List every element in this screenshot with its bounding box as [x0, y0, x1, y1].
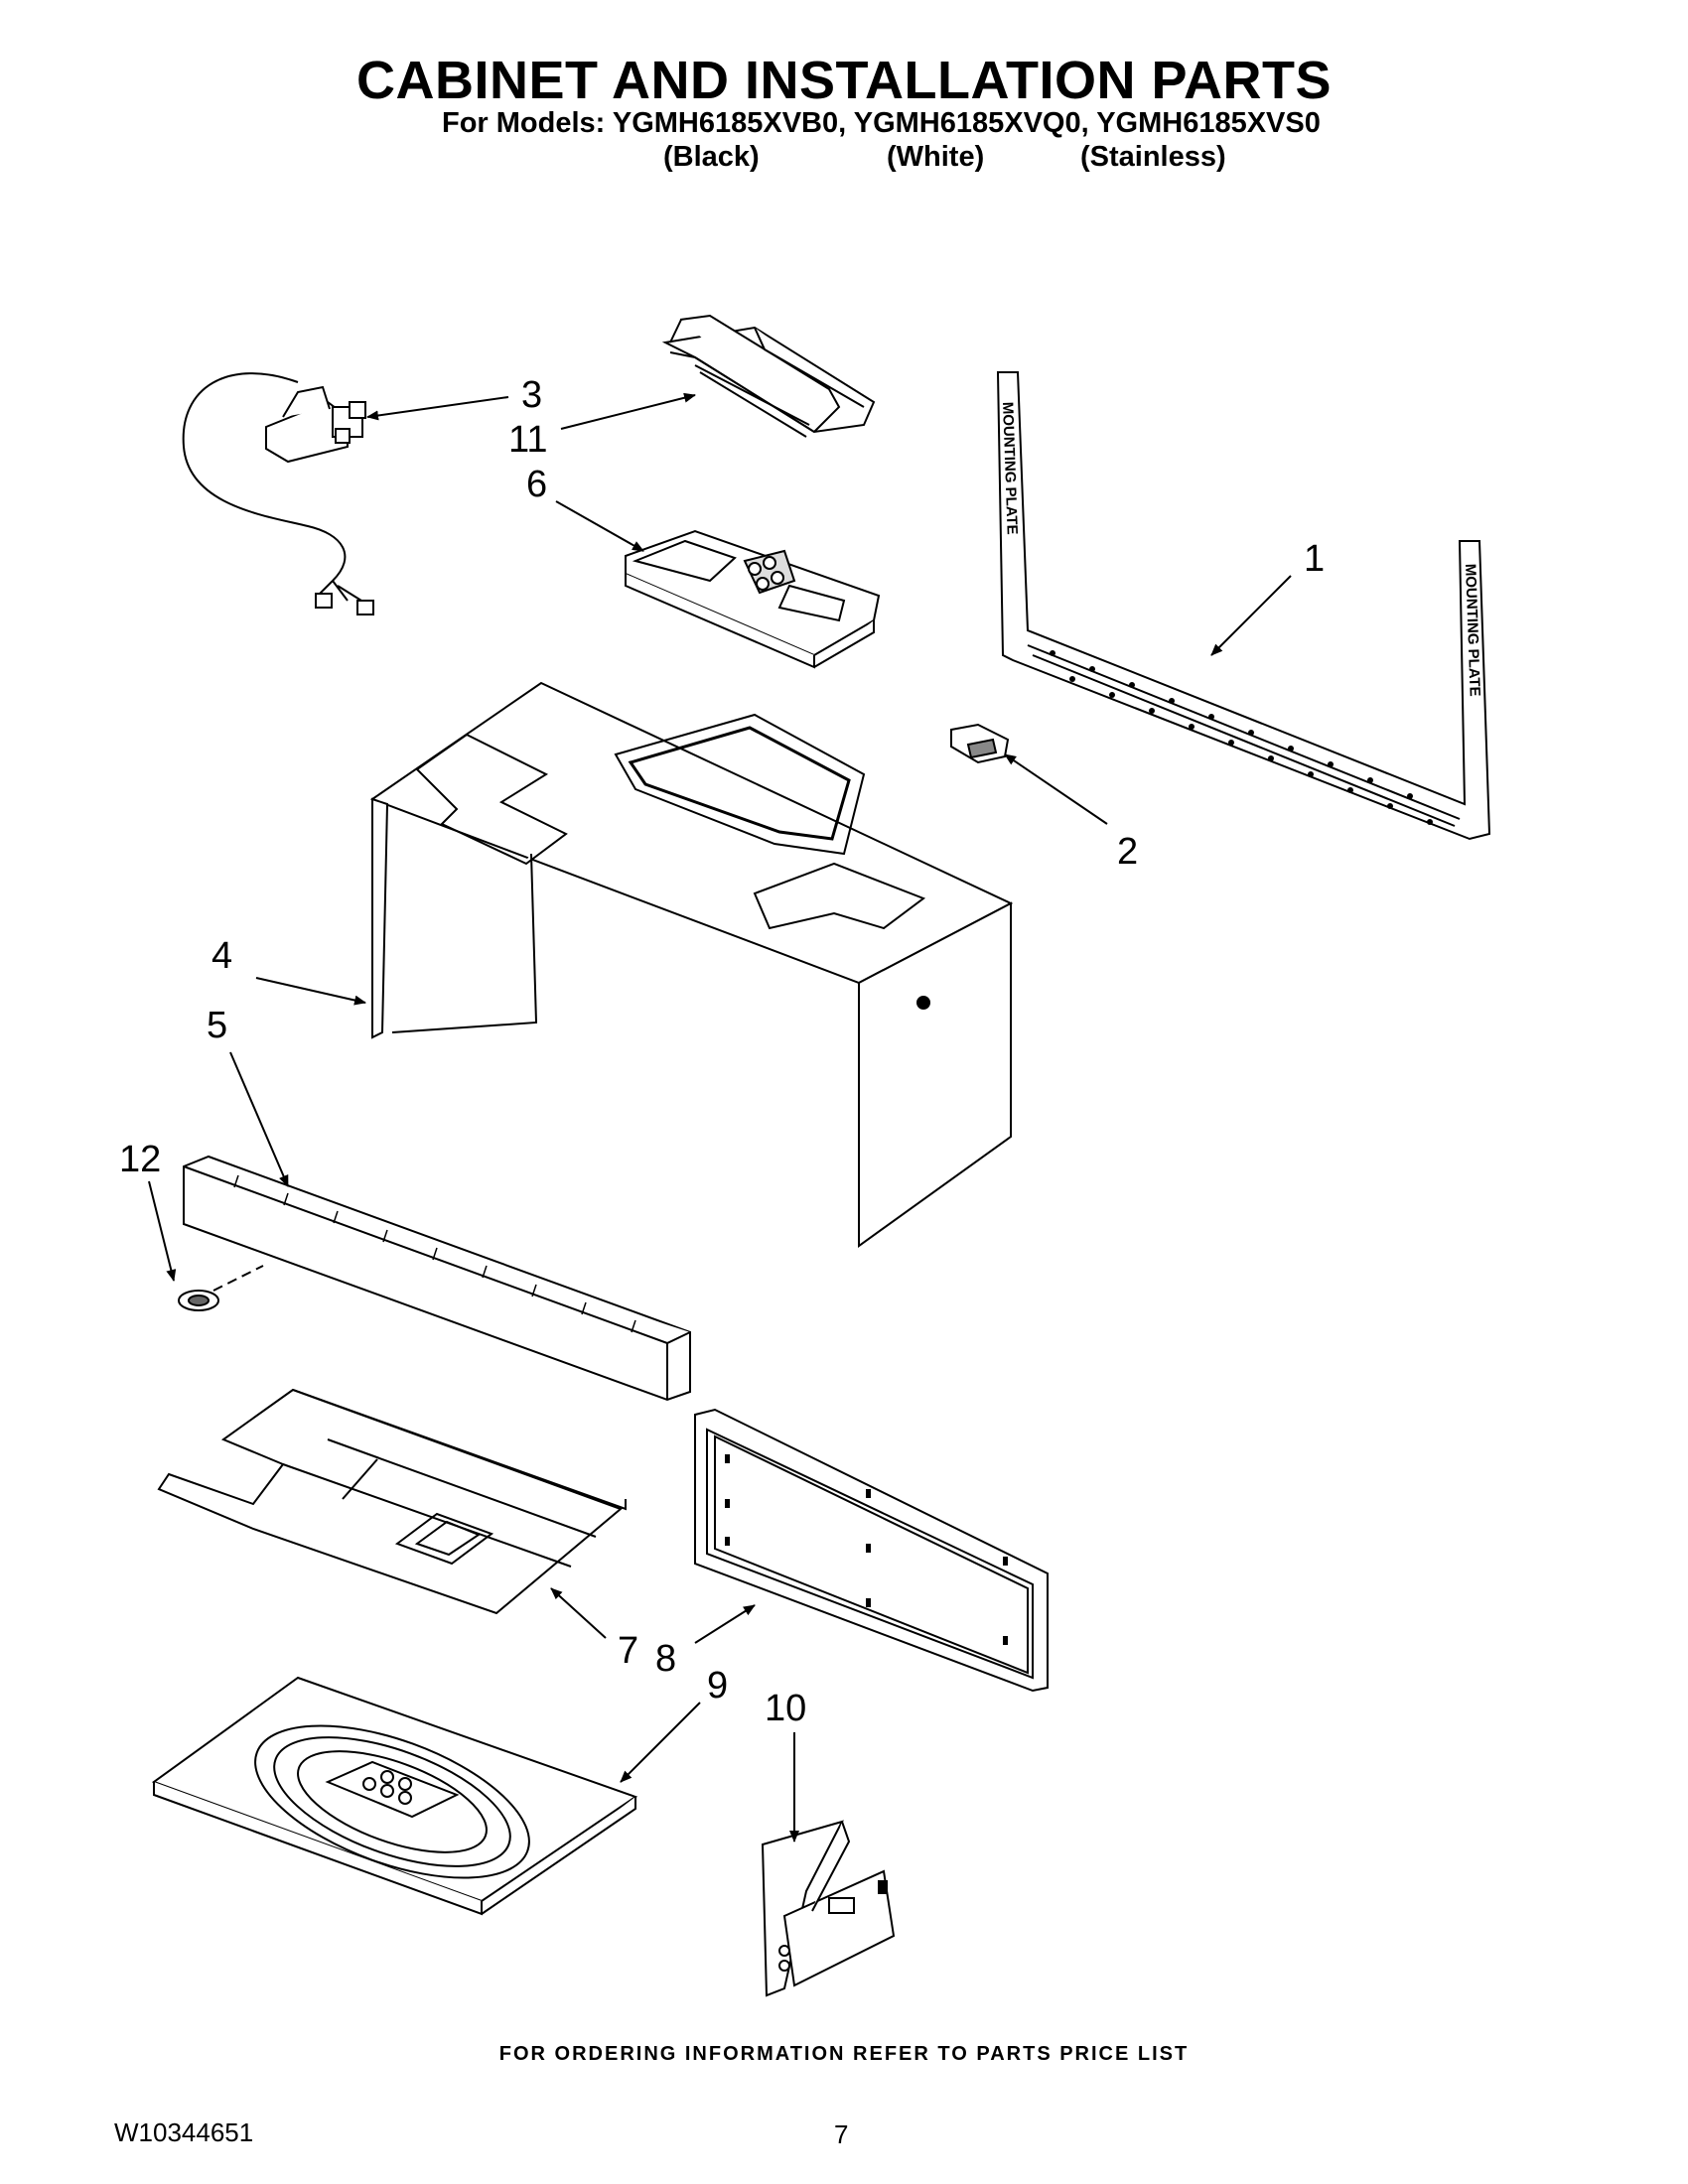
callout-4: 4: [211, 935, 232, 977]
part-control-plate: [625, 529, 881, 669]
models-line: For Models: YGMH6185XVB0, YGMH6185XVQ0, …: [442, 107, 1321, 139]
callout-9: 9: [707, 1665, 728, 1706]
leader-4: [255, 977, 366, 1006]
leader-11: [560, 392, 696, 430]
callout-1: 1: [1304, 538, 1325, 580]
part-tray: [151, 1676, 638, 1916]
ordering-note: FOR ORDERING INFORMATION REFER TO PARTS …: [498, 2043, 1190, 2065]
part-bottom-panel: [157, 1388, 627, 1615]
leader-9: [620, 1702, 701, 1783]
leader-2: [1004, 753, 1108, 825]
part-bracket: [950, 723, 1010, 764]
part-top-vent: [661, 314, 876, 438]
leader-8: [694, 1604, 756, 1644]
leader-1: [1210, 575, 1292, 656]
leader-7: [550, 1587, 607, 1639]
variant-black: (Black): [663, 141, 760, 173]
leader-lines: [148, 392, 1292, 1843]
callout-3: 3: [521, 374, 542, 416]
callout-numbers: 1 2 3 4 5 6 7 8 9 10 11 12: [119, 374, 1325, 1729]
document-number: W10344651: [114, 2117, 254, 2147]
callout-5: 5: [207, 1005, 227, 1046]
callout-6: 6: [526, 464, 547, 505]
part-side-bracket: [761, 1820, 896, 1997]
leader-12: [148, 1180, 177, 1282]
callout-10: 10: [765, 1688, 806, 1729]
part-rear-panel: [694, 1408, 1049, 1693]
leader-3: [366, 396, 509, 421]
variant-stainless: (Stainless): [1080, 141, 1226, 173]
part-12-fastener: [178, 1265, 264, 1311]
leader-6: [555, 500, 644, 552]
part-power-cord: [182, 372, 374, 615]
page-number: 7: [834, 2119, 849, 2149]
callout-2: 2: [1117, 831, 1138, 873]
callout-12: 12: [119, 1139, 161, 1180]
page-title: CABINET AND INSTALLATION PARTS: [356, 51, 1332, 110]
mounting-plate-label-right: MOUNTING PLATE: [1462, 564, 1483, 697]
callout-8: 8: [655, 1638, 676, 1680]
leader-5: [229, 1051, 289, 1187]
variant-white: (White): [887, 141, 985, 173]
callout-11: 11: [508, 419, 547, 461]
mounting-plate-label-left: MOUNTING PLATE: [999, 402, 1021, 535]
callout-7: 7: [618, 1630, 638, 1672]
part-cabinet-wrapper: [369, 681, 1014, 1248]
part-vent-grille: [183, 1155, 691, 1402]
part-mounting-plate: MOUNTING PLATE MOUNTING PLATE: [996, 371, 1491, 841]
page-header: CABINET AND INSTALLATION PARTS: [0, 50, 1688, 111]
